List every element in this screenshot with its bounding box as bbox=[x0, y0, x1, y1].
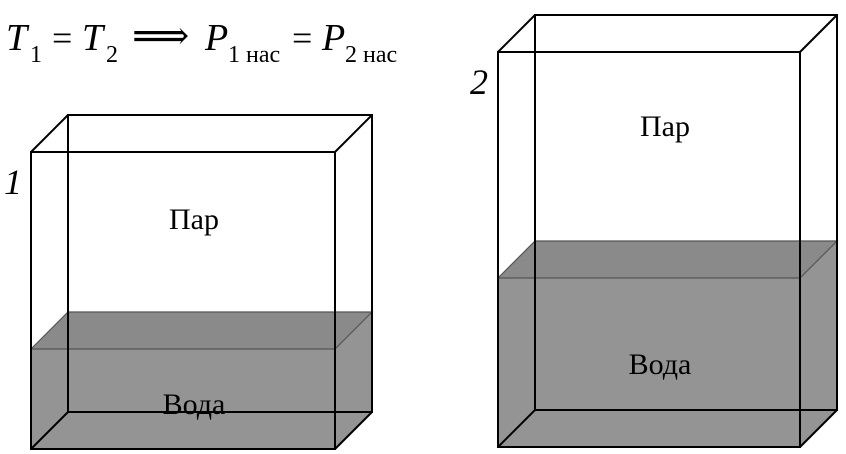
formula-p1: P bbox=[204, 17, 228, 59]
vessel-1-edge-tr bbox=[334, 114, 373, 153]
vessel-1-edge-bl bbox=[30, 411, 69, 450]
vessel-1-edge-tl bbox=[30, 114, 69, 153]
vessel-2-edge-tr bbox=[799, 14, 838, 53]
formula-equals-2: = bbox=[292, 18, 312, 58]
vessel-2: 2 Пар Вода bbox=[470, 14, 839, 448]
formula-t1-subscript: 1 bbox=[30, 42, 42, 68]
formula-t2-subscript: 2 bbox=[106, 42, 118, 68]
vessel-2-front-face bbox=[497, 51, 801, 448]
vessel-2-water-side bbox=[800, 241, 837, 447]
vessel-1-water-label: Вода bbox=[163, 388, 226, 421]
vessel-2-edge-tl bbox=[497, 14, 536, 53]
vessel-1-number: 1 bbox=[4, 162, 22, 202]
vessel-1-water-side bbox=[335, 312, 372, 449]
vessel-1-water-surface bbox=[31, 312, 372, 349]
vessel-2-water-body bbox=[498, 278, 800, 447]
formula-p2-subscript: 2 нас bbox=[345, 42, 397, 68]
vessel-1-back-face bbox=[67, 114, 373, 413]
vessel-2-edge-bl bbox=[497, 409, 536, 448]
vessel-2-number: 2 bbox=[470, 62, 488, 102]
vessel-2-back-face bbox=[534, 14, 838, 411]
vessel-2-water-surface bbox=[498, 241, 837, 278]
vessel-1-vapor-label: Пар bbox=[169, 203, 219, 236]
formula-t1: T bbox=[6, 17, 30, 59]
formula-t2: T bbox=[82, 17, 106, 59]
formula-implies-arrow: ⟹ bbox=[132, 13, 189, 58]
vessel-2-water-label: Вода bbox=[629, 348, 692, 381]
formula: T 1 = T 2 ⟹ P 1 нас = P 2 нас bbox=[6, 13, 397, 68]
vessel-2-edge-br bbox=[799, 409, 838, 448]
formula-equals-1: = bbox=[52, 18, 72, 58]
vessel-1: 1 Пар Вода bbox=[4, 114, 374, 450]
vessel-1-water-body bbox=[31, 349, 335, 449]
vessel-2-vapor-label: Пар bbox=[640, 110, 690, 143]
vessel-1-front-face bbox=[30, 151, 336, 450]
formula-p1-subscript: 1 нас bbox=[228, 42, 280, 68]
formula-p2: P bbox=[321, 17, 345, 59]
vessel-1-edge-br bbox=[334, 411, 373, 450]
